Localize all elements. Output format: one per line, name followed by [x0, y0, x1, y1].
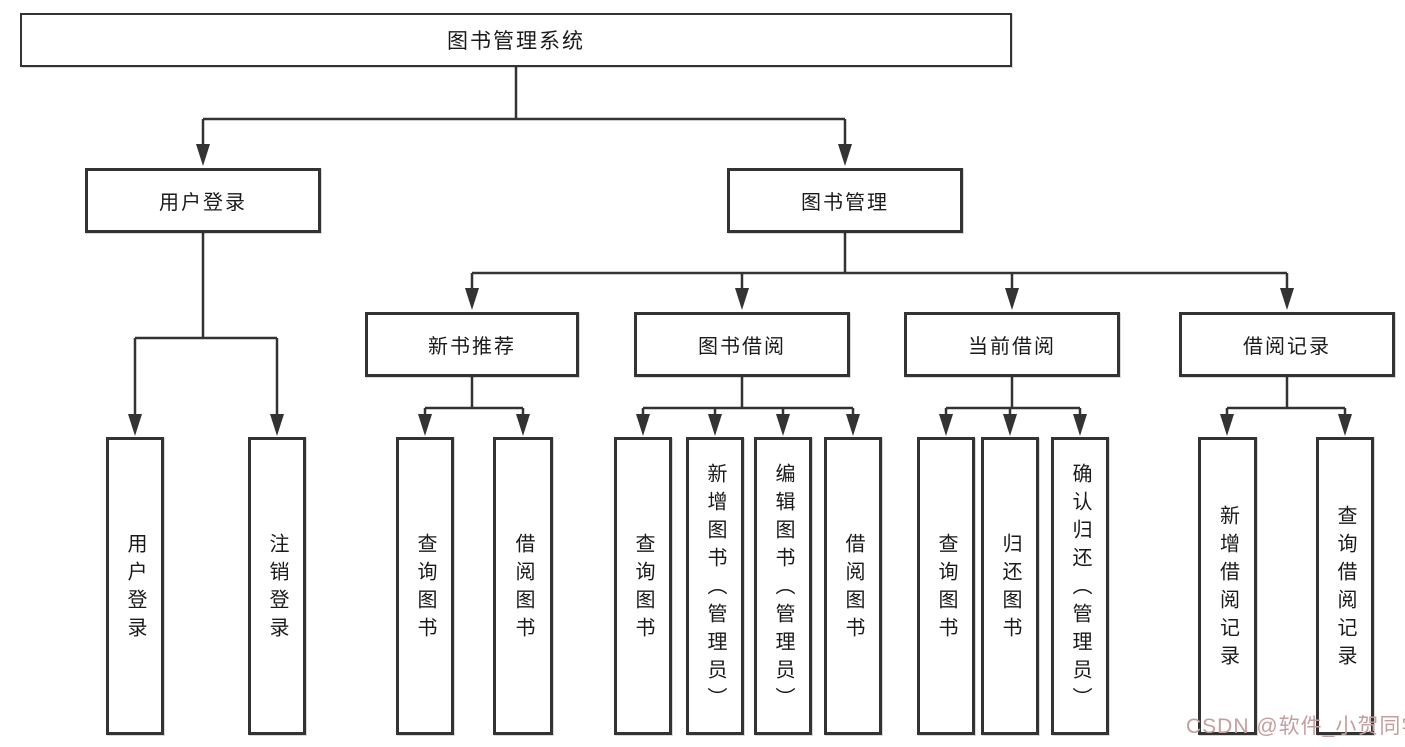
leaf-borrow-books: 借阅图书	[824, 437, 882, 735]
leaf-return-book: 归还图书	[981, 437, 1039, 735]
leaf-user-login: 用户登录	[106, 437, 164, 735]
leaf-query-borrow-record: 查询借阅记录	[1316, 437, 1374, 735]
node-book-management: 图书管理	[727, 168, 963, 233]
node-book-borrow: 图书借阅	[634, 312, 850, 377]
node-root-system: 图书管理系统	[20, 13, 1012, 67]
arrowheads	[128, 144, 1352, 436]
leaf-edit-book-admin: 编辑图书（管理员）	[754, 437, 812, 735]
csdn-watermark: CSDN @软件_小贺同学	[1186, 715, 1405, 738]
leaf-query-books-current: 查询图书	[917, 437, 975, 735]
leaf-borrow-books-recommend: 借阅图书	[493, 437, 553, 735]
leaf-add-borrow-record: 新增借阅记录	[1198, 437, 1257, 735]
leaf-query-books-recommend: 查询图书	[396, 437, 454, 735]
node-current-borrow: 当前借阅	[904, 312, 1120, 377]
node-new-book-recommend: 新书推荐	[365, 312, 579, 377]
node-user-login: 用户登录	[85, 168, 321, 233]
leaf-confirm-return-admin: 确认归还（管理员）	[1051, 437, 1109, 735]
leaf-query-books-borrow: 查询图书	[614, 437, 672, 735]
leaf-add-book-admin: 新增图书（管理员）	[686, 437, 744, 735]
leaf-logout: 注销登录	[248, 437, 306, 735]
node-borrow-records: 借阅记录	[1179, 312, 1395, 377]
